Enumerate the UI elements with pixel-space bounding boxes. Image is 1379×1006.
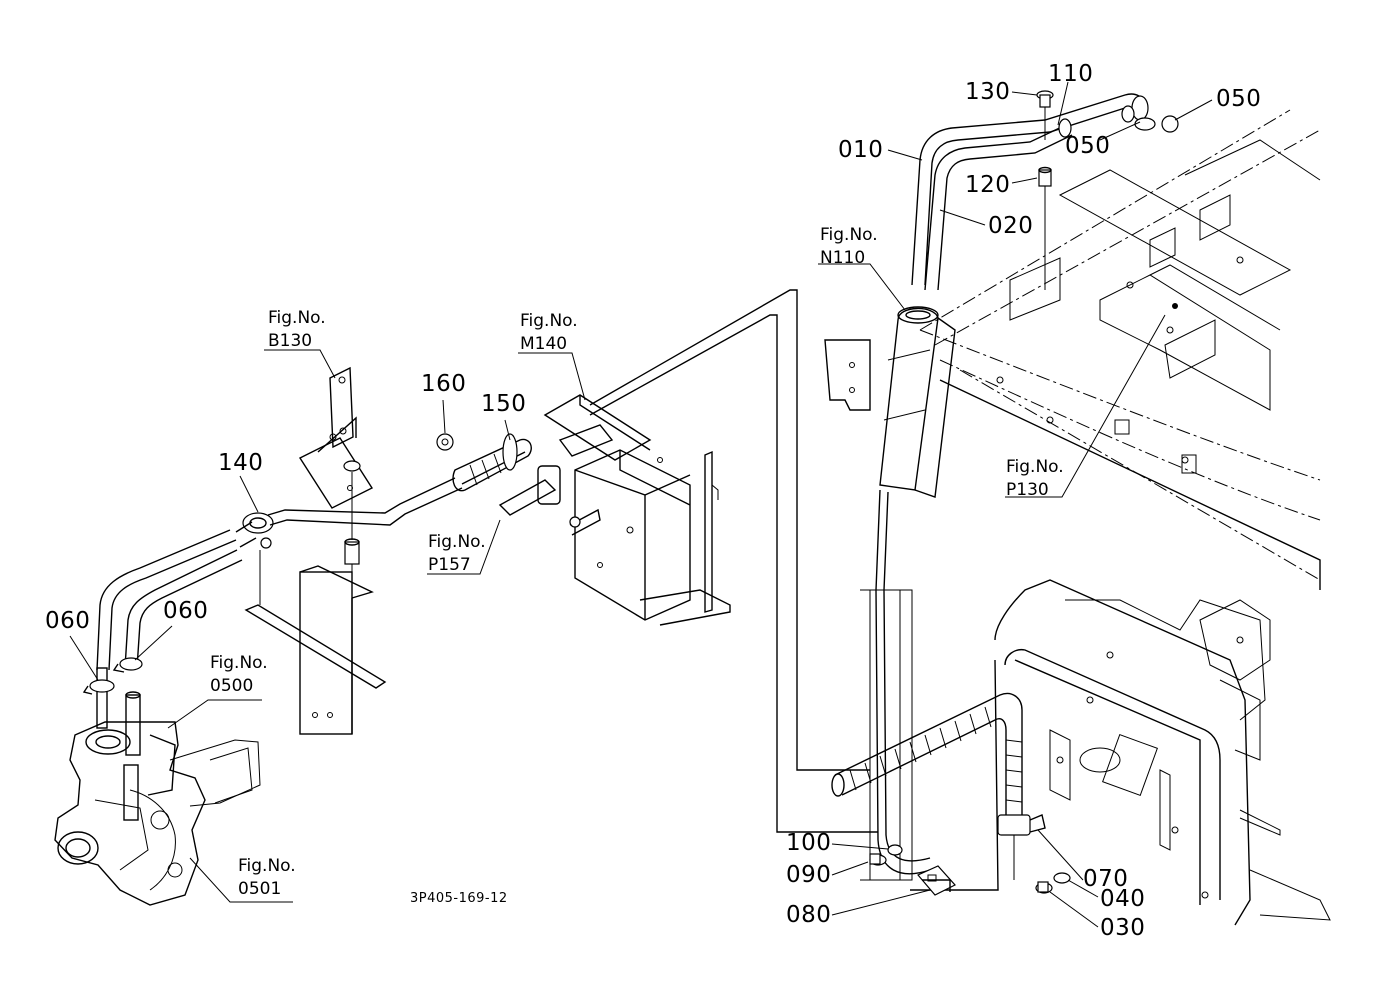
part-label-020: 020 bbox=[988, 213, 1034, 239]
fig-ref-0500: Fig.No. 0500 bbox=[210, 652, 268, 698]
part-label-040: 040 bbox=[1100, 886, 1146, 912]
support-stay bbox=[244, 550, 387, 735]
left-hoses bbox=[96, 529, 243, 671]
part-label-050-lower: 050 bbox=[1065, 133, 1111, 159]
fig-ref-0501-prefix: Fig.No. bbox=[238, 856, 296, 876]
fig-ref-p130-code: P130 bbox=[1006, 480, 1049, 500]
hose-clamps-060 bbox=[82, 657, 143, 695]
part-label-140: 140 bbox=[218, 450, 264, 476]
fig-ref-b130-code: B130 bbox=[268, 331, 313, 351]
lower-hose-stubs bbox=[96, 667, 141, 821]
fig-ref-p130: Fig.No. P130 bbox=[1006, 456, 1064, 502]
frame-m140-drawing bbox=[537, 394, 731, 626]
channel-n110-drawing bbox=[824, 306, 956, 498]
fig-ref-n110-code: N110 bbox=[820, 248, 866, 268]
fig-ref-0500-prefix: Fig.No. bbox=[210, 653, 268, 673]
part-label-150: 150 bbox=[481, 391, 527, 417]
part-label-120: 120 bbox=[965, 172, 1011, 198]
engine-housing-drawing bbox=[54, 721, 261, 906]
fig-ref-m140: Fig.No. M140 bbox=[520, 310, 578, 356]
top-pipes-010-020 bbox=[911, 93, 1179, 291]
part-label-010: 010 bbox=[838, 137, 884, 163]
part-label-070: 070 bbox=[1083, 866, 1129, 892]
part-label-090: 090 bbox=[786, 862, 832, 888]
fig-ref-p157-prefix: Fig.No. bbox=[428, 532, 486, 552]
part-label-130: 130 bbox=[965, 79, 1011, 105]
fig-ref-m140-code: M140 bbox=[520, 334, 568, 354]
long-pipe-run bbox=[267, 289, 878, 833]
leader-lines bbox=[69, 81, 1213, 928]
part-label-080: 080 bbox=[786, 902, 832, 928]
clamp-070-fasteners bbox=[869, 814, 1071, 896]
lower-pipe-loop bbox=[860, 489, 931, 881]
part-label-110: 110 bbox=[1048, 61, 1094, 87]
corrugated-hose bbox=[831, 692, 1023, 820]
fig-ref-p130-prefix: Fig.No. bbox=[1006, 457, 1064, 477]
fig-ref-p157: Fig.No. P157 bbox=[428, 531, 486, 577]
sleeve-150-drawing bbox=[436, 433, 557, 516]
fig-ref-b130-prefix: Fig.No. bbox=[268, 308, 326, 328]
fig-ref-n110-prefix: Fig.No. bbox=[820, 225, 878, 245]
fig-ref-b130: Fig.No. B130 bbox=[268, 307, 326, 353]
drawing-code: 3P405-169-12 bbox=[410, 891, 508, 906]
bracket-b130-drawing bbox=[298, 366, 374, 600]
chassis-frame-drawing bbox=[919, 109, 1321, 590]
part-label-030: 030 bbox=[1100, 915, 1146, 941]
fig-ref-0500-code: 0500 bbox=[210, 676, 254, 696]
screw-130-spacer-120 bbox=[1036, 90, 1054, 290]
part-label-050-right: 050 bbox=[1216, 86, 1262, 112]
part-label-060-left: 060 bbox=[45, 608, 91, 634]
fig-ref-0501-code: 0501 bbox=[238, 879, 282, 899]
part-label-100: 100 bbox=[786, 830, 832, 856]
part-label-160: 160 bbox=[421, 371, 467, 397]
fig-ref-n110: Fig.No. N110 bbox=[820, 224, 878, 270]
fig-ref-p157-code: P157 bbox=[428, 555, 471, 575]
fig-ref-m140-prefix: Fig.No. bbox=[520, 311, 578, 331]
clamp-140-drawing bbox=[235, 512, 274, 549]
part-label-060-right: 060 bbox=[163, 598, 209, 624]
fig-ref-0501: Fig.No. 0501 bbox=[238, 855, 296, 901]
